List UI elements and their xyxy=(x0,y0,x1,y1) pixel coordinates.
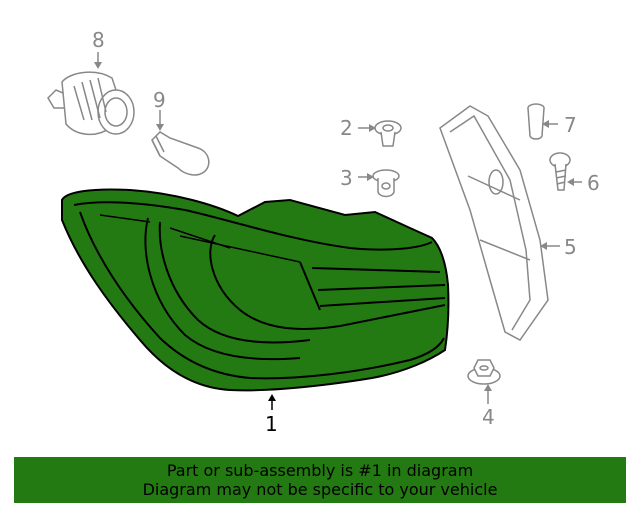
arrowhead-1 xyxy=(268,394,276,401)
nut-4 xyxy=(467,359,501,385)
banner-line-1: Part or sub-assembly is #1 in diagram xyxy=(166,461,474,480)
callout-9: 9 xyxy=(153,88,166,112)
arrowhead-7 xyxy=(542,120,549,128)
screw-6 xyxy=(549,152,571,191)
gasket-5 xyxy=(439,105,549,341)
callout-7: 7 xyxy=(564,113,577,137)
callout-3: 3 xyxy=(340,166,353,190)
tail-lamp-assembly[interactable] xyxy=(61,188,450,392)
arrowhead-8 xyxy=(94,62,102,69)
arrowhead-9 xyxy=(156,124,164,131)
info-banner: Part or sub-assembly is #1 in diagram Di… xyxy=(14,457,626,503)
callout-8: 8 xyxy=(92,28,105,52)
push-nut-7 xyxy=(527,103,545,140)
arrowhead-5 xyxy=(540,242,547,250)
bulb-socket xyxy=(47,71,135,136)
arrowhead-6 xyxy=(567,178,574,186)
banner-line-2: Diagram may not be specific to your vehi… xyxy=(142,480,498,499)
parts-diagram: 1 8 9 2 3 7 xyxy=(47,28,600,436)
callout-1: 1 xyxy=(265,412,278,436)
clip-2 xyxy=(374,120,402,147)
callout-5: 5 xyxy=(564,235,577,259)
arrowhead-3 xyxy=(367,173,374,181)
bulb xyxy=(151,131,210,176)
arrowhead-2 xyxy=(369,124,376,132)
callout-6: 6 xyxy=(587,171,600,195)
callout-4: 4 xyxy=(482,405,495,429)
arrowhead-4 xyxy=(484,384,492,391)
grommet-3 xyxy=(372,169,400,198)
callout-2: 2 xyxy=(340,116,353,140)
